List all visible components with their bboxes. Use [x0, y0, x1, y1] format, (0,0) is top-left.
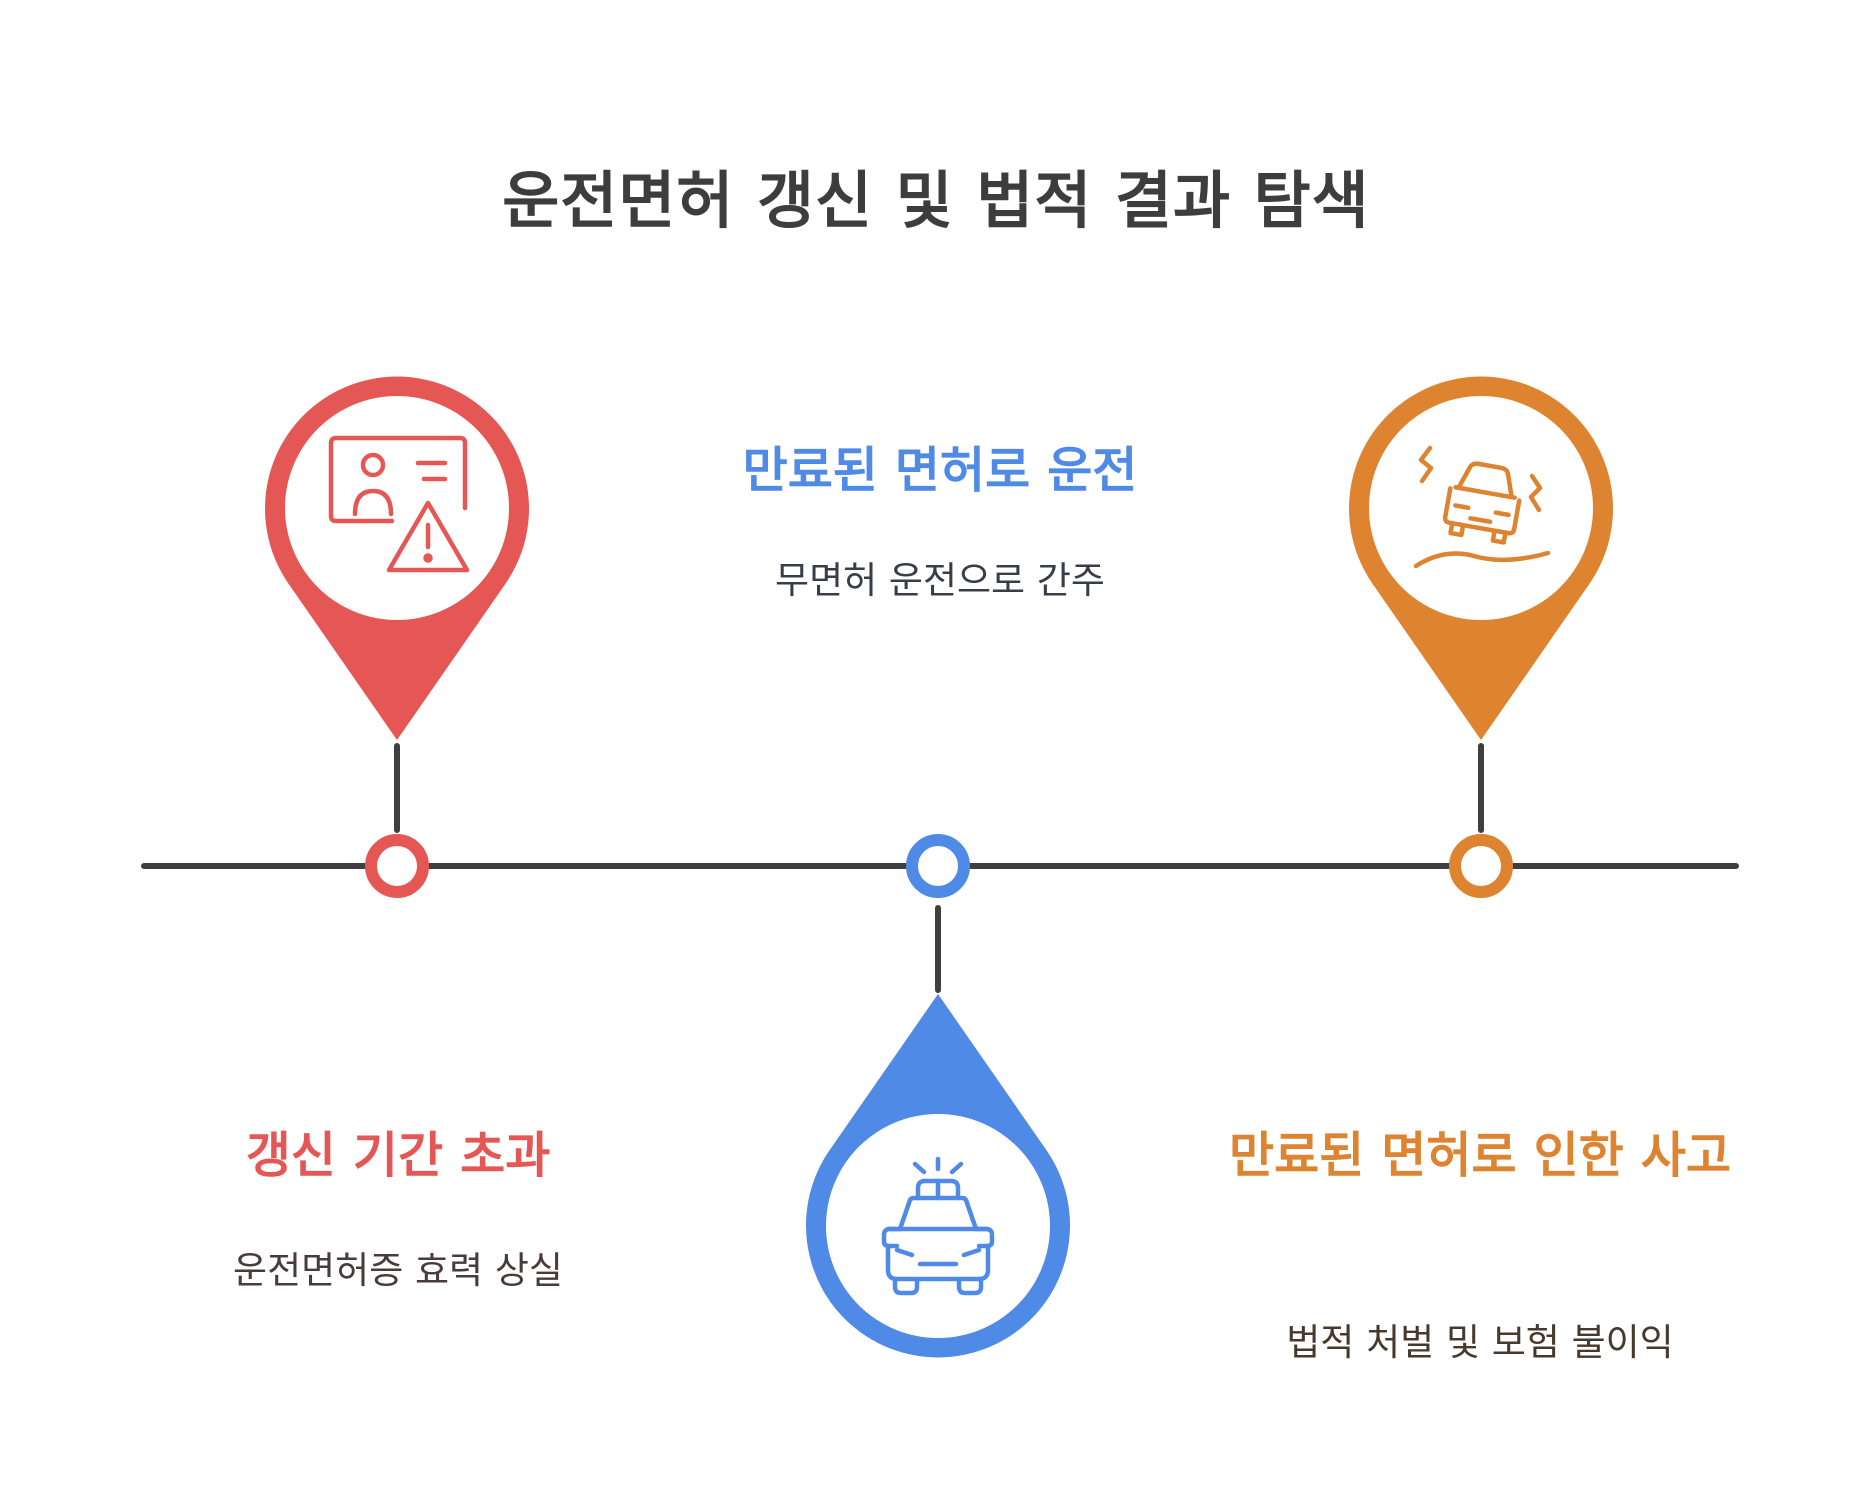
license-warning-icon	[328, 435, 470, 573]
timeline-node-red	[365, 834, 429, 898]
pin-orange	[1349, 376, 1614, 740]
step-title-renewal-overdue: 갱신 기간 초과	[245, 1127, 551, 1184]
pin-blue	[806, 994, 1070, 1358]
page-title: 운전면허 갱신 및 법적 결과 탐색	[502, 164, 1370, 237]
step-description-accident: 법적 처벌 및 보험 불이익	[1286, 1321, 1674, 1364]
step-title-expired-driving: 만료된 면허로 운전	[742, 442, 1138, 499]
step-title-accident: 만료된 면허로 인한 사고	[1229, 1127, 1731, 1184]
timeline-node-orange	[1449, 834, 1513, 898]
car-skid-icon	[1413, 445, 1551, 569]
step-description-expired-driving: 무면허 운전으로 간주	[775, 559, 1105, 602]
pin-red	[265, 376, 529, 740]
step-description-renewal-overdue: 운전면허증 효력 상실	[233, 1249, 563, 1292]
timeline-node-blue	[906, 834, 970, 898]
police-car-icon	[881, 1156, 995, 1296]
